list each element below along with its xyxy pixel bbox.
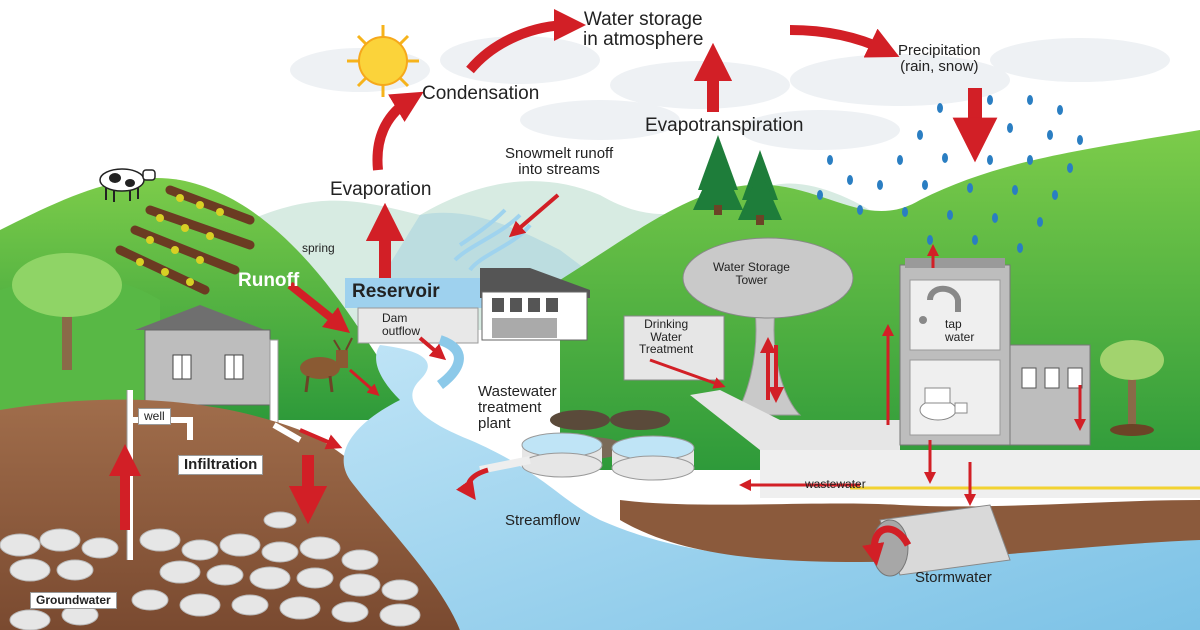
label-precipitation: Precipitation (rain, snow)	[898, 42, 981, 75]
label-spring: spring	[302, 241, 335, 255]
arrow-evap-to-condensation	[372, 91, 424, 171]
label-wastewater-treatment-plant: Wastewater treatment plant	[478, 383, 557, 432]
evergreen-trees	[693, 135, 782, 225]
sun-icon	[347, 25, 419, 97]
arrow-deer-to-river	[349, 368, 380, 396]
label-runoff: Runoff	[238, 270, 300, 291]
label-snowmelt: Snowmelt runoff into streams	[505, 145, 614, 178]
label-wastewater: wastewater	[805, 477, 866, 491]
label-drinking-water-treatment: Drinking Water Treatment	[639, 317, 694, 357]
clouds	[290, 36, 1170, 150]
label-water-storage-tower: Water Storage Tower	[713, 260, 790, 287]
wastewater-treatment-plant	[479, 410, 695, 481]
arrow-dam-outflow	[418, 336, 447, 361]
road	[690, 390, 900, 450]
arrow-condensation-to-storage	[466, 9, 586, 74]
label-groundwater: Groundwater	[30, 592, 117, 609]
arrow-runoff	[287, 281, 350, 333]
tree-icon-right	[1100, 340, 1164, 436]
label-water-storage-atmosphere: Water storage in atmosphere	[583, 9, 704, 50]
label-evaporation: Evaporation	[330, 179, 432, 200]
flow-arrows	[108, 9, 1086, 567]
deer-icon	[300, 337, 353, 393]
small-building	[1009, 344, 1091, 446]
tree-icon	[12, 253, 122, 370]
arrow-dwt-to-tower	[649, 358, 726, 389]
label-dam-outflow: Dam outflow	[382, 311, 421, 338]
dam	[357, 307, 479, 344]
label-evapotranspiration: Evapotranspiration	[645, 115, 804, 136]
dam-building	[480, 268, 590, 341]
arrow-house-pipe	[299, 428, 343, 450]
label-reservoir: Reservoir	[352, 281, 440, 302]
label-tap-water: tap water	[945, 317, 975, 344]
label-streamflow: Streamflow	[505, 512, 581, 529]
arrow-snowmelt	[508, 193, 560, 238]
label-condensation: Condensation	[422, 83, 540, 104]
street	[760, 450, 1200, 498]
label-well: well	[138, 408, 171, 425]
groundwater-pebbles	[0, 511, 421, 630]
label-stormwater: Stormwater	[915, 569, 992, 586]
building-cutaway	[899, 258, 1011, 446]
label-infiltration: Infiltration	[178, 455, 264, 475]
arrow-stormwater	[862, 525, 912, 567]
cow-icon	[99, 168, 156, 202]
reservoir	[345, 278, 485, 308]
house-icon	[135, 305, 279, 426]
arrow-outfall	[456, 467, 489, 501]
arrow-storage-to-precipitation	[789, 25, 900, 58]
